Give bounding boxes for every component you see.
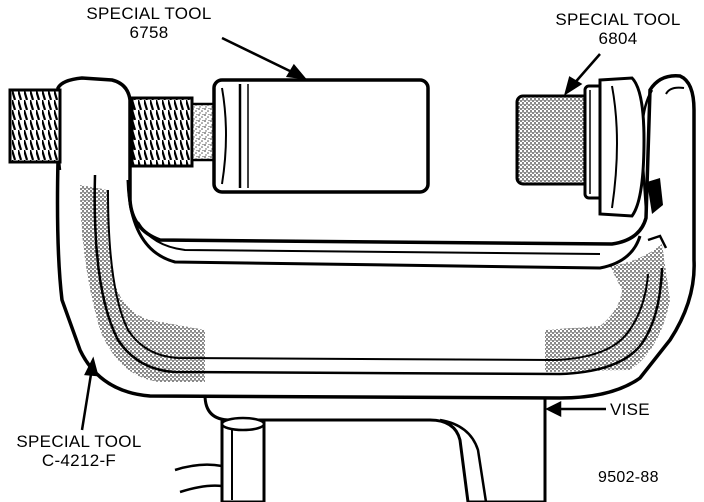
- special-tool-6758: [212, 78, 430, 194]
- leader-lines: [80, 36, 606, 431]
- label-special-tool-c-4212-f: SPECIAL TOOL C-4212-F: [16, 432, 142, 470]
- forcing-screw: [130, 96, 216, 168]
- special-tool-6804: [515, 76, 646, 218]
- left-threaded-end: [8, 88, 62, 164]
- label-special-tool-6804: SPECIAL TOOL 6804: [555, 10, 681, 48]
- label-vise: VISE: [610, 400, 650, 419]
- figure-number: 9502-88: [598, 469, 659, 486]
- label-special-tool-6758: SPECIAL TOOL 6758: [86, 4, 212, 42]
